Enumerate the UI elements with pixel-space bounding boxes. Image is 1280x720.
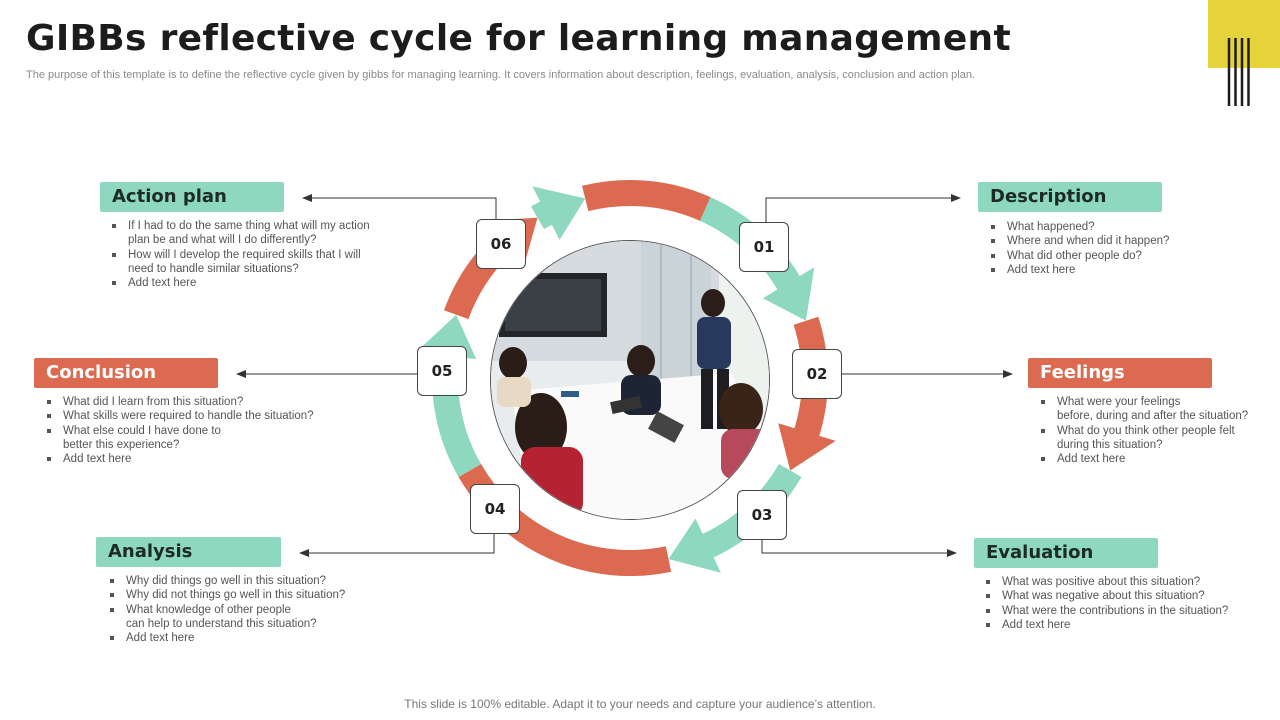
step-box-03: 03	[737, 490, 787, 540]
list-item: Add text here	[108, 276, 370, 290]
description-bullets: What happened? Where and when did it hap…	[987, 220, 1169, 277]
connector-analysis	[299, 534, 495, 557]
cycle-arrowhead-icon	[668, 518, 721, 573]
stage-label-feelings: Feelings	[1028, 358, 1212, 388]
slide-footer: This slide is 100% editable. Adapt it to…	[404, 697, 876, 711]
list-item: What did I learn from this situation?	[43, 395, 314, 409]
list-item: Add text here	[987, 263, 1169, 277]
list-item: Why did not things go well in this situa…	[106, 588, 345, 602]
list-item: What was negative about this situation?	[982, 589, 1228, 603]
feelings-bullets: What were your feelings before, during a…	[1037, 395, 1248, 466]
list-item: What did other people do?	[987, 249, 1169, 263]
step-box-05: 05	[417, 346, 467, 396]
stage-label-evaluation: Evaluation	[974, 538, 1158, 568]
arc-segment-top	[582, 180, 711, 221]
list-item: What were the contributions in the situa…	[982, 604, 1228, 618]
list-item: What was positive about this situation?	[982, 575, 1228, 589]
list-item: What do you think other people felt duri…	[1037, 424, 1248, 453]
cycle-arrowhead-icon	[762, 267, 815, 321]
stage-label-analysis: Analysis	[96, 537, 281, 567]
list-item: How will I develop the required skills t…	[108, 248, 370, 277]
cycle-arrowhead-icon	[532, 186, 586, 240]
corner-accent-block	[1208, 0, 1280, 68]
stage-label-action-plan: Action plan	[100, 182, 284, 212]
list-item: Why did things go well in this situation…	[106, 574, 345, 588]
connector-description	[765, 194, 961, 222]
meeting-photo	[490, 240, 770, 520]
list-item: Add text here	[106, 631, 345, 645]
stage-label-description: Description	[978, 182, 1162, 212]
action-plan-bullets: If I had to do the same thing what will …	[108, 219, 370, 290]
step-box-01: 01	[739, 222, 789, 272]
list-item: What happened?	[987, 220, 1169, 234]
corner-stripes-icon	[1227, 38, 1250, 106]
connector-action-plan	[302, 194, 497, 219]
list-item: Where and when did it happen?	[987, 234, 1169, 248]
slide-subtitle: The purpose of this template is to defin…	[26, 69, 975, 81]
evaluation-bullets: What was positive about this situation? …	[982, 575, 1228, 632]
list-item: What skills were required to handle the …	[43, 409, 314, 423]
list-item: What were your feelings before, during a…	[1037, 395, 1248, 424]
conclusion-bullets: What did I learn from this situation? Wh…	[43, 395, 314, 466]
step-box-04: 04	[470, 484, 520, 534]
list-item: What else could I have done to better th…	[43, 424, 314, 453]
list-item: What knowledge of other people can help …	[106, 603, 345, 632]
connector-evaluation	[761, 540, 957, 557]
step-box-06: 06	[476, 219, 526, 269]
list-item: Add text here	[982, 618, 1228, 632]
list-item: Add text here	[1037, 452, 1248, 466]
list-item: Add text here	[43, 452, 314, 466]
step-box-02: 02	[792, 349, 842, 399]
stage-label-conclusion: Conclusion	[34, 358, 218, 388]
cycle-arrowhead-icon	[778, 423, 836, 471]
slide-title: GIBBs reflective cycle for learning mana…	[26, 18, 1011, 59]
list-item: If I had to do the same thing what will …	[108, 219, 370, 248]
analysis-bullets: Why did things go well in this situation…	[106, 574, 345, 645]
